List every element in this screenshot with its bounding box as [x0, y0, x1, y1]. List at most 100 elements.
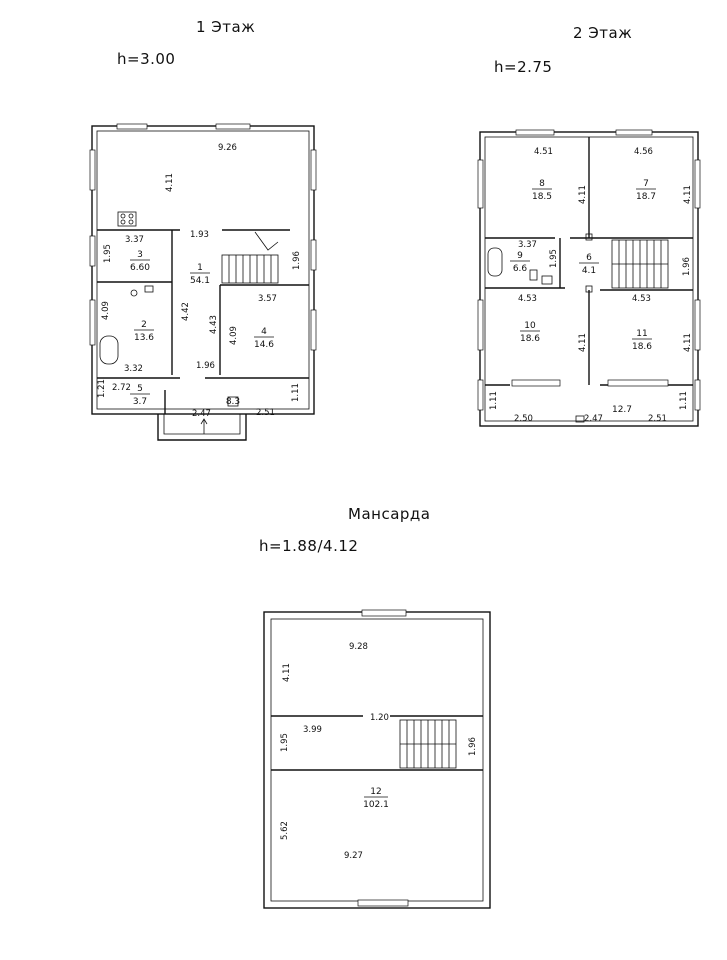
room-number: 1 — [197, 263, 203, 273]
room-number: 6 — [586, 253, 592, 263]
floor2-height: h=2.75 — [494, 58, 553, 76]
dim-label: 4.53 — [518, 294, 537, 304]
dim-label: 4.11 — [578, 185, 588, 204]
dim-label: 2.72 — [112, 383, 131, 393]
window — [694, 379, 701, 411]
column — [585, 285, 593, 293]
dim-label: 1.21 — [97, 379, 107, 398]
floor1-title: 1 Этаж — [196, 18, 256, 36]
room-area: 102.1 — [363, 800, 389, 810]
dim-label: 9.26 — [218, 143, 237, 153]
window — [477, 159, 484, 209]
sink-icon — [541, 275, 553, 285]
room-area: 6.60 — [130, 263, 150, 273]
dim-label: 2.47 — [584, 414, 603, 424]
room-number: 10 — [524, 321, 536, 331]
dim-label: 2.47 — [192, 409, 211, 419]
room-number: 11 — [636, 329, 647, 339]
dim-label: 4.11 — [683, 185, 693, 204]
dim-label: 4.42 — [181, 302, 191, 321]
room-area: 13.6 — [134, 333, 154, 343]
stair-treads — [400, 720, 456, 768]
dim-label: 1.11 — [489, 391, 499, 410]
room-number: 8 — [539, 179, 545, 189]
porch — [157, 414, 247, 441]
room-area: 3.7 — [133, 397, 147, 407]
dim-label: 1.95 — [549, 249, 559, 268]
floor2-title: 2 Этаж — [573, 24, 633, 42]
dim-label: 3.57 — [258, 294, 277, 304]
floor1-height: h=3.00 — [117, 50, 176, 68]
window — [694, 299, 701, 351]
attic-inner-wall — [270, 618, 484, 902]
room-area: 14.6 — [254, 340, 274, 350]
porch-inner — [163, 414, 241, 435]
room-area: 18.6 — [632, 342, 652, 352]
room-area: 12.7 — [612, 405, 632, 415]
window — [89, 235, 96, 267]
dim-label: 2.50 — [514, 414, 533, 424]
window — [357, 899, 409, 907]
toilet-icon — [144, 285, 154, 293]
entry-arrow-head — [200, 418, 208, 425]
dim-label: 4.56 — [634, 147, 653, 157]
dim-label: 1.11 — [291, 383, 301, 402]
window — [477, 299, 484, 351]
floor2-outer-wall — [479, 131, 699, 427]
room-number: 9 — [517, 251, 523, 261]
window — [477, 379, 484, 411]
room-number: 5 — [137, 384, 143, 394]
dim-label: 4.11 — [578, 333, 588, 352]
bathtub-icon — [99, 335, 119, 365]
dim-label: 1.93 — [190, 230, 209, 240]
room-area: 8.3 — [226, 397, 240, 407]
floor2-plan: 4.51 4.56 4.11 4.11 3.37 1.95 1.96 4.53 … — [477, 129, 701, 427]
window — [310, 309, 317, 351]
dim-label: 1.96 — [292, 251, 302, 270]
window — [361, 609, 407, 617]
dim-label: 4.11 — [282, 663, 292, 682]
room-area: 18.6 — [520, 334, 540, 344]
dim-label: 1.96 — [196, 361, 215, 371]
toilet-icon — [529, 269, 538, 281]
room-number: 12 — [370, 787, 381, 797]
window — [310, 149, 317, 191]
room-number: 3 — [137, 250, 143, 260]
dim-label: 9.28 — [349, 642, 368, 652]
room-number: 4 — [261, 327, 267, 337]
floor1-plan: 9.26 4.11 1.93 3.37 1.95 1.96 3.57 4.09 … — [89, 123, 317, 441]
window — [310, 239, 317, 271]
window — [694, 159, 701, 209]
window — [89, 299, 96, 346]
dim-label: 3.37 — [518, 240, 537, 250]
window — [607, 379, 669, 387]
window — [515, 129, 555, 136]
dim-label: 1.95 — [103, 244, 113, 263]
attic-title: Мансарда — [348, 505, 431, 523]
dim-label: 1.20 — [370, 713, 389, 723]
dim-label: 4.11 — [683, 333, 693, 352]
dim-label: 1.96 — [468, 737, 478, 756]
dim-label: 3.37 — [125, 235, 144, 245]
dim-label: 5.62 — [280, 821, 290, 840]
floor1-inner-wall — [96, 130, 310, 410]
dim-label: 4.53 — [632, 294, 651, 304]
column — [575, 415, 585, 423]
room-number: 7 — [643, 179, 649, 189]
dim-label: 4.09 — [229, 326, 239, 345]
stove-icon — [117, 211, 137, 227]
stair-treads — [612, 240, 668, 288]
window — [615, 129, 653, 136]
window — [89, 149, 96, 191]
column — [585, 233, 593, 241]
room-area: 18.5 — [532, 192, 552, 202]
room-area: 4.1 — [582, 266, 596, 276]
dim-label: 4.51 — [534, 147, 553, 157]
window — [116, 123, 148, 130]
bathtub-icon — [487, 247, 503, 277]
dim-label: 1.95 — [280, 733, 290, 752]
dim-label: 2.51 — [648, 414, 667, 424]
dim-label: 3.99 — [303, 725, 322, 735]
dim-label: 3.32 — [124, 364, 143, 374]
